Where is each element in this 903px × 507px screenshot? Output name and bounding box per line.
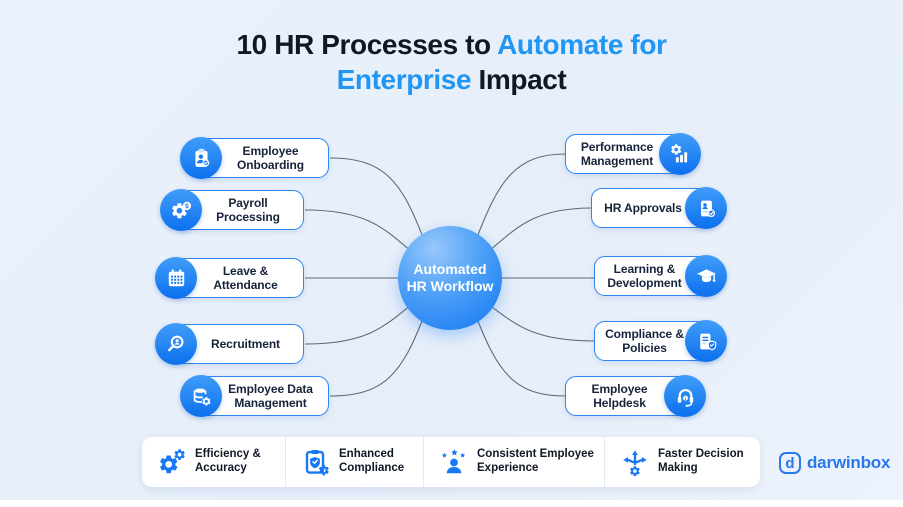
process-label: HR Approvals bbox=[604, 200, 682, 215]
title-segment: Impact bbox=[471, 64, 567, 96]
process-employee-onboarding: Employee Onboarding bbox=[180, 137, 329, 179]
central-node: Automated HR Workflow bbox=[398, 226, 502, 330]
process-payroll-processing: $ Payroll Processing bbox=[160, 189, 304, 231]
process-label: Compliance & Policies bbox=[605, 326, 684, 355]
calendar-icon bbox=[155, 257, 197, 299]
clipboard-user-icon bbox=[180, 137, 222, 179]
double-gears-icon bbox=[160, 449, 185, 474]
brand-name: darwinbox bbox=[807, 453, 891, 472]
gear-chart-icon bbox=[659, 133, 701, 175]
process-employee-data-management: Employee Data Management bbox=[180, 375, 329, 417]
title-line-2: Enterprise Impact bbox=[0, 62, 903, 97]
gear-dollar-icon: $ bbox=[160, 189, 202, 231]
bottom-strip bbox=[0, 500, 903, 507]
process-label: Employee Data Management bbox=[228, 381, 313, 410]
process-label: Employee Onboarding bbox=[237, 143, 304, 172]
brand-logo: d darwinbox bbox=[779, 452, 890, 474]
branching-arrows-icon bbox=[623, 450, 647, 477]
benefit-faster-decision-making: Faster Decision Making bbox=[605, 437, 760, 487]
central-node-label: Automated HR Workflow bbox=[406, 260, 494, 294]
benefit-enhanced-compliance: Enhanced Compliance bbox=[286, 437, 424, 487]
benefit-label: Enhanced Compliance bbox=[339, 448, 405, 474]
svg-text:$: $ bbox=[185, 203, 189, 210]
process-label: Recruitment bbox=[211, 336, 280, 351]
title-segment-accent: Enterprise bbox=[336, 64, 472, 96]
benefit-consistent-employee-experience: Consistent Employee Experience bbox=[424, 437, 605, 487]
process-recruitment: Recruitment bbox=[155, 323, 304, 365]
benefit-label: Faster Decision Making bbox=[658, 448, 744, 474]
magnifier-user-icon bbox=[155, 323, 197, 365]
svg-text:i: i bbox=[684, 395, 685, 400]
process-label: Learning & Development bbox=[607, 261, 682, 290]
benefit-efficiency-accuracy: Efficiency & Accuracy bbox=[142, 437, 286, 487]
process-learning-development: Learning & Development bbox=[594, 255, 727, 297]
process-label: Employee Helpdesk bbox=[591, 381, 648, 410]
process-compliance-policies: Compliance & Policies bbox=[594, 320, 727, 362]
process-label: Payroll Processing bbox=[216, 195, 280, 224]
graduation-cap-icon bbox=[685, 255, 727, 297]
benefits-bar: Efficiency & Accuracy Enhanced Complianc… bbox=[142, 437, 760, 487]
headset-icon: i bbox=[664, 375, 706, 417]
darwinbox-logo-icon: d bbox=[779, 452, 801, 474]
process-hr-approvals: HR Approvals bbox=[591, 187, 727, 229]
document-check-icon bbox=[685, 187, 727, 229]
person-stars-icon bbox=[441, 449, 466, 474]
title-segment: 10 HR Processes to bbox=[236, 29, 498, 60]
process-employee-helpdesk: i Employee Helpdesk bbox=[565, 375, 706, 417]
benefit-label: Consistent Employee Experience bbox=[477, 448, 594, 474]
process-label: Leave & Attendance bbox=[213, 263, 278, 292]
database-gear-icon bbox=[180, 375, 222, 417]
benefit-label: Efficiency & Accuracy bbox=[195, 448, 261, 474]
process-label: Performance Management bbox=[580, 139, 654, 168]
logo-letter: d bbox=[785, 454, 795, 472]
process-performance-management: Performance Management bbox=[565, 133, 701, 175]
document-shield-icon bbox=[685, 320, 727, 362]
title-line-1: 10 HR Processes to Automate for bbox=[0, 27, 903, 62]
page-title: 10 HR Processes to Automate for Enterpri… bbox=[0, 27, 903, 98]
process-leave-attendance: Leave & Attendance bbox=[155, 257, 304, 299]
title-segment-accent: Automate for bbox=[497, 29, 667, 60]
clipboard-shield-icon bbox=[305, 450, 329, 476]
